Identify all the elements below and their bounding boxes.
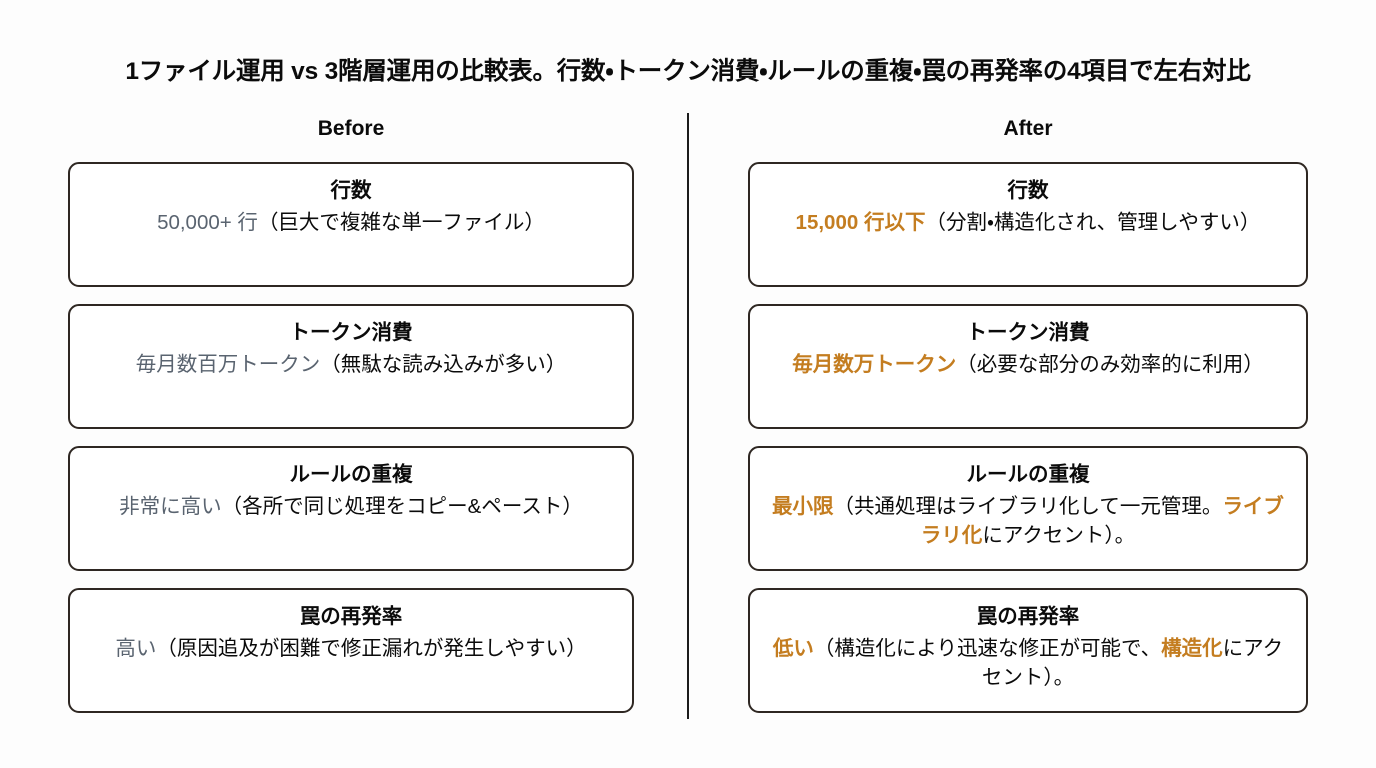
- after-card-lines: 行数 15,000 行以下（分割・構造化され、管理しやすい）: [748, 162, 1308, 287]
- before-column-header: Before: [317, 117, 385, 140]
- card-title: 行数: [1007, 179, 1049, 202]
- card-value: 50,000+ 行: [157, 210, 258, 234]
- card-desc-tail: にアクセント）。: [982, 523, 1136, 547]
- after-card-tokens: トークン消費 毎月数万トークン（必要な部分のみ効率的に利用）: [748, 304, 1308, 429]
- card-value: 低い: [772, 636, 814, 660]
- card-value: 高い: [115, 636, 157, 660]
- before-card-trap-recurrence: 罠の再発率 高い（原因追及が困難で修正漏れが発生しやすい）: [68, 588, 634, 713]
- after-card-trap-recurrence: 罠の再発率 低い（構造化により迅速な修正が可能で、構造化にアクセント）。: [748, 588, 1308, 713]
- card-desc: （構造化により迅速な修正が可能で、: [813, 636, 1162, 660]
- card-accent: ライブラリ化: [920, 494, 1284, 547]
- card-title: 罠の再発率: [299, 605, 403, 628]
- page-title: 1ファイル運用 vs 3階層運用の比較表。行数・トークン消費・ルールの重複・罠の…: [125, 58, 1251, 86]
- card-value: 毎月数百万トークン: [135, 352, 321, 376]
- card-title: ルールの重複: [966, 463, 1090, 486]
- card-body: 低い（構造化により迅速な修正が可能で、構造化にアクセント）。: [766, 634, 1290, 692]
- card-title: 行数: [330, 179, 372, 202]
- card-title: 罠の再発率: [976, 605, 1080, 628]
- card-desc: （無駄な読み込みが多い）: [320, 352, 567, 376]
- card-desc: （各所で同じ処理をコピー&ペースト）: [221, 494, 583, 518]
- after-column-header: After: [1003, 117, 1053, 140]
- card-body: 15,000 行以下（分割・構造化され、管理しやすい）: [766, 208, 1290, 237]
- card-title: トークン消費: [289, 321, 413, 344]
- before-column: Before 行数 50,000+ 行（巨大で複雑な単一ファイル） トークン消費…: [68, 113, 634, 730]
- card-title: ルールの重複: [289, 463, 413, 486]
- card-body: 毎月数百万トークン（無駄な読み込みが多い）: [86, 350, 616, 379]
- card-body: 50,000+ 行（巨大で複雑な単一ファイル）: [86, 208, 616, 237]
- before-card-lines: 行数 50,000+ 行（巨大で複雑な単一ファイル）: [68, 162, 634, 287]
- card-value: 毎月数万トークン: [792, 352, 957, 376]
- card-desc: （分割・構造化され、管理しやすい）: [925, 210, 1261, 234]
- card-body: 高い（原因追及が困難で修正漏れが発生しやすい）: [86, 634, 616, 663]
- center-divider: [687, 113, 689, 719]
- card-value: 15,000 行以下: [795, 210, 926, 234]
- card-desc: （必要な部分のみ効率的に利用）: [956, 352, 1264, 376]
- card-body: 毎月数万トークン（必要な部分のみ効率的に利用）: [766, 350, 1290, 379]
- card-desc: （巨大で複雑な単一ファイル）: [257, 210, 545, 234]
- card-accent: 構造化: [1161, 636, 1223, 660]
- card-body: 非常に高い（各所で同じ処理をコピー&ペースト）: [86, 492, 616, 521]
- card-title: トークン消費: [966, 321, 1090, 344]
- before-card-tokens: トークン消費 毎月数百万トークン（無駄な読み込みが多い）: [68, 304, 634, 429]
- card-value: 非常に高い: [119, 494, 222, 518]
- after-card-rule-duplication: ルールの重複 最小限（共通処理はライブラリ化して一元管理。ライブラリ化にアクセン…: [748, 446, 1308, 571]
- card-desc: （原因追及が困難で修正漏れが発生しやすい）: [156, 636, 587, 660]
- card-body: 最小限（共通処理はライブラリ化して一元管理。ライブラリ化にアクセント）。: [766, 492, 1290, 550]
- before-card-rule-duplication: ルールの重複 非常に高い（各所で同じ処理をコピー&ペースト）: [68, 446, 634, 571]
- card-desc-tail: にアクセント）。: [981, 636, 1284, 689]
- card-value: 最小限: [772, 494, 834, 518]
- after-column: After 行数 15,000 行以下（分割・構造化され、管理しやすい） トーク…: [748, 113, 1308, 730]
- card-desc: （共通処理はライブラリ化して一元管理。: [833, 494, 1223, 518]
